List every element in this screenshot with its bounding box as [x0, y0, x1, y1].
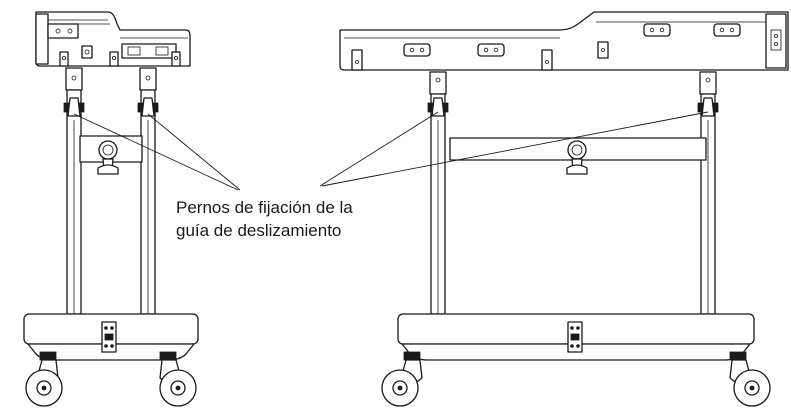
right-slide-rail	[339, 11, 789, 71]
right-cart	[339, 11, 789, 407]
right-slide-fixing-bolts	[427, 97, 719, 117]
right-caster-1	[381, 351, 423, 407]
left-base	[23, 313, 199, 361]
left-crossbar	[79, 135, 143, 175]
left-cart	[23, 11, 199, 407]
left-slide-fixing-bolts	[63, 97, 159, 117]
callout-label-line-1: Pernos de fijación de la	[176, 198, 353, 217]
leader-line-right-bolt-1	[319, 111, 439, 187]
left-caster-2	[159, 351, 197, 407]
left-caster-1	[25, 351, 63, 407]
right-crossbar	[449, 137, 707, 175]
right-posts	[429, 71, 717, 315]
leader-line-left-bolt-1	[73, 113, 239, 191]
right-caster-2	[729, 351, 771, 407]
callout-label: Pernos de fijación de la guía de desliza…	[176, 196, 436, 242]
callout-label-line-2: guía de deslizamiento	[176, 221, 342, 240]
leader-line-left-bolt-2	[147, 113, 241, 191]
leader-line-right-bolt-2	[321, 111, 709, 187]
callout-leader-lines	[73, 111, 709, 191]
left-slide-rail	[35, 11, 191, 67]
right-base	[397, 313, 755, 361]
